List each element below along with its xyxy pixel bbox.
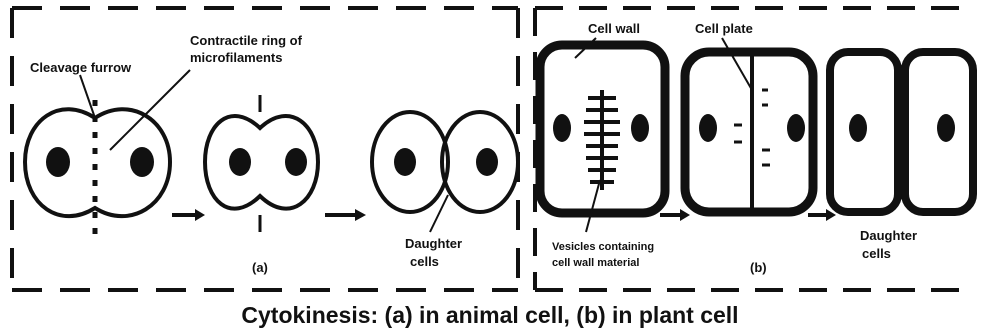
arrow (172, 209, 366, 221)
figure-caption: Cytokinesis: (a) in animal cell, (b) in … (241, 302, 738, 328)
vesicles-label-line2: cell wall material (552, 257, 639, 269)
nucleus (285, 148, 307, 176)
daughter-cells-label-line1: Daughter (405, 236, 462, 251)
cell-plate-label: Cell plate (695, 21, 753, 36)
panel-b-label: (b) (750, 260, 767, 275)
nucleus (46, 147, 70, 177)
daughter-cells-label-line2: cells (410, 254, 439, 269)
nucleus (849, 114, 867, 142)
nucleus (476, 148, 498, 176)
nucleus (787, 114, 805, 142)
vesicles-forming-cell-plate (584, 90, 620, 190)
daughter-cells-b-label-line1: Daughter (860, 228, 917, 243)
nucleus (394, 148, 416, 176)
nucleus (631, 114, 649, 142)
cleavage-furrow-label: Cleavage furrow (30, 60, 132, 75)
nucleus (553, 114, 571, 142)
nucleus (699, 114, 717, 142)
nucleus (130, 147, 154, 177)
nucleus (937, 114, 955, 142)
vesicles-label-line1: Vesicles containing (552, 241, 654, 253)
panel-a-label: (a) (252, 260, 268, 275)
contractile-ring-label-line1: Contractile ring of (190, 33, 303, 48)
nucleus (229, 148, 251, 176)
cell-wall-label: Cell wall (588, 21, 640, 36)
contractile-ring-label-line2: microfilaments (190, 50, 282, 65)
daughter-cells-b-label-line2: cells (862, 246, 891, 261)
